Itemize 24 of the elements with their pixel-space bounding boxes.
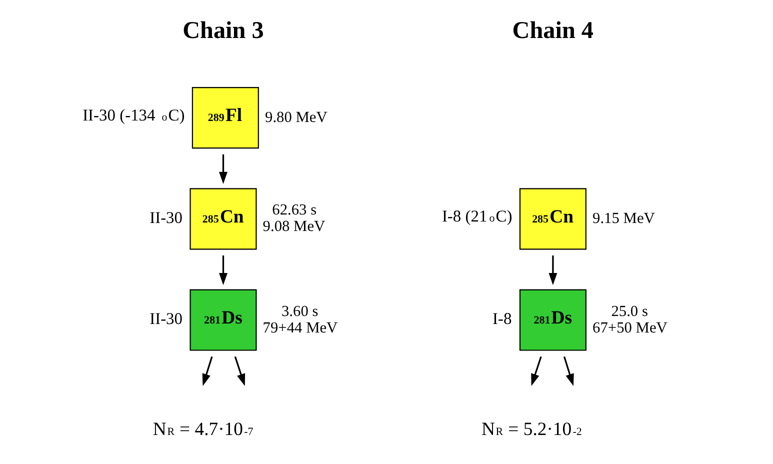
node-label: II-30: [149, 308, 182, 328]
label: NR = 5.2·10-2: [481, 418, 582, 440]
node-label: 3.60 s: [280, 302, 318, 320]
node-label: 9.08 MeV: [262, 218, 325, 235]
arrow: [234, 356, 245, 386]
arrow: [562, 356, 574, 386]
label: NR = 4.7·10-7: [152, 418, 253, 440]
node-label: 62.63 s: [272, 201, 316, 218]
arrow: [202, 356, 212, 386]
node-label: I-8 (21oC): [441, 206, 512, 226]
label: Chain 4: [512, 16, 594, 44]
node-label: 79+44 MeV: [262, 318, 338, 336]
node-label: I-8: [492, 308, 512, 328]
node-label: 9.80 MeV: [264, 108, 327, 126]
label: Chain 3: [182, 16, 264, 44]
arrow: [218, 254, 227, 285]
arrow: [218, 154, 227, 184]
node-label: II-30: [149, 207, 182, 226]
node-label: II-30 (-134 oC): [82, 105, 184, 124]
node-label: 67+50 MeV: [592, 318, 667, 336]
node-label: 25.0 s: [610, 302, 648, 320]
arrow: [530, 356, 542, 386]
node-label: 9.15 MeV: [592, 209, 654, 226]
arrow: [548, 254, 557, 285]
